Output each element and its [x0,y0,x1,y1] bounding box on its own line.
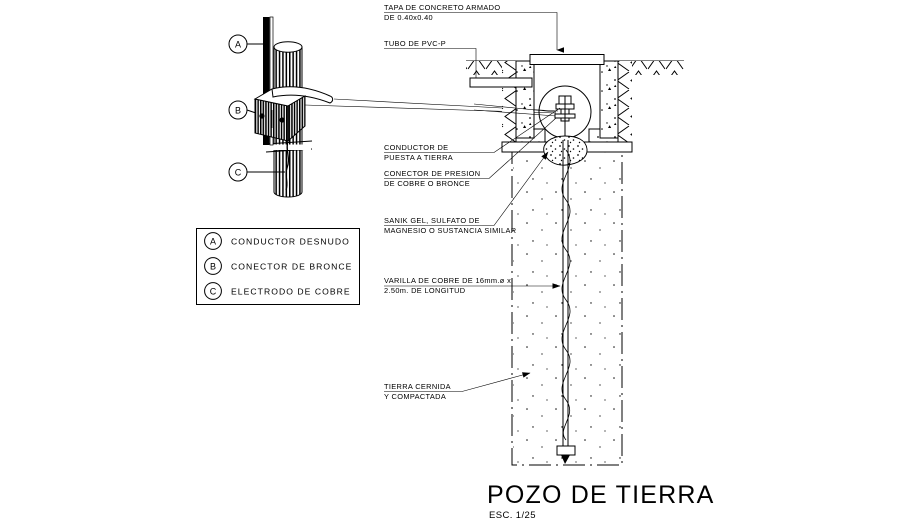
legend-label-a: CONDUCTOR DESNUDO [231,237,350,247]
pigtail-conductor [285,140,290,191]
bare-conductor-strap [263,16,274,146]
legend-label-b: CONECTOR DE BRONCE [231,262,352,272]
callout-conector: CONECTOR DE PRESION DE COBRE O BRONCE [384,117,557,188]
drawing-title: POZO DE TIERRA [487,481,714,509]
callout-sanik-line1: SANIK GEL, SULFATO DE [384,216,480,225]
pressure-connector [554,95,576,140]
detail-marker-a: A [228,34,268,54]
coiled-bare-conductor [561,149,571,441]
pit-soil-fill [513,143,621,464]
legend-label-c: ELECTRODO DE COBRE [231,287,351,297]
pvc-conduit [469,77,533,88]
legend-row-a: A CONDUCTOR DESNUDO [204,232,350,250]
detail-marker-b: B [228,100,257,120]
callout-tierra: TIERRA CERNIDA Y COMPACTADA [384,372,531,401]
callout-tubo: TUBO DE PVC-P [384,39,477,78]
callout-sanik: SANIK GEL, SULFATO DE MAGNESIO O SUSTANC… [384,151,549,235]
legend-key-a: A [210,236,216,246]
legend-key-b: B [210,261,216,271]
section-view-ground-well [466,54,684,466]
callout-conector-line1: CONECTOR DE PRESION [384,169,480,178]
rod-tip [556,445,576,464]
callout-tierra-line1: TIERRA CERNIDA [384,382,451,391]
concrete-cover-slab [529,54,605,70]
callout-conector-line2: DE COBRE O BRONCE [384,179,470,188]
excavation-pit-outline [511,142,623,466]
detail-marker-c: C [228,162,285,182]
sanik-gel-blob [543,135,588,166]
earth-hatch-left [502,61,516,149]
callout-tubo-line1: TUBO DE PVC-P [384,39,446,48]
detail-marker-a-label: A [235,40,241,50]
bronze-connector-clamp [253,86,334,143]
callout-tierra-line2: Y COMPACTADA [384,392,446,401]
legend-box: A CONDUCTOR DESNUDO B CONECTOR DE BRONCE… [196,228,360,305]
legend-key-c: C [210,286,217,296]
callout-varilla: VARILLA DE COBRE DE 16mm.ø x 2.50m. DE L… [384,276,561,295]
callout-tapa-line1: TAPA DE CONCRETO ARMADO [384,3,500,12]
isometric-connector-detail: A B C [228,16,559,198]
title-block: POZO DE TIERRA ESC. 1/25 [487,481,714,521]
legend-row-b: B CONECTOR DE BRONCE [204,257,352,275]
grounding-conductor [473,103,557,117]
earth-hatch-right [618,61,632,149]
callout-conductor: CONDUCTOR DE PUESTA A TIERRA [384,107,561,162]
callout-tapa: TAPA DE CONCRETO ARMADO DE 0.40x0.40 [384,3,564,53]
callout-sanik-line2: MAGNESIO O SUSTANCIA SIMILAR [384,226,516,235]
callout-varilla-line2: 2.50m. DE LONGITUD [384,286,465,295]
detail-marker-c-label: C [235,168,242,178]
callout-varilla-line1: VARILLA DE COBRE DE 16mm.ø x [384,276,511,285]
detail-marker-b-label: B [235,106,241,116]
callout-conductor-line1: CONDUCTOR DE [384,143,448,152]
drawing-scale: ESC. 1/25 [489,510,536,521]
legend-row-c: C ELECTRODO DE COBRE [204,282,351,300]
callout-tapa-line2: DE 0.40x0.40 [384,13,433,22]
callout-conductor-line2: PUESTA A TIERRA [384,153,453,162]
